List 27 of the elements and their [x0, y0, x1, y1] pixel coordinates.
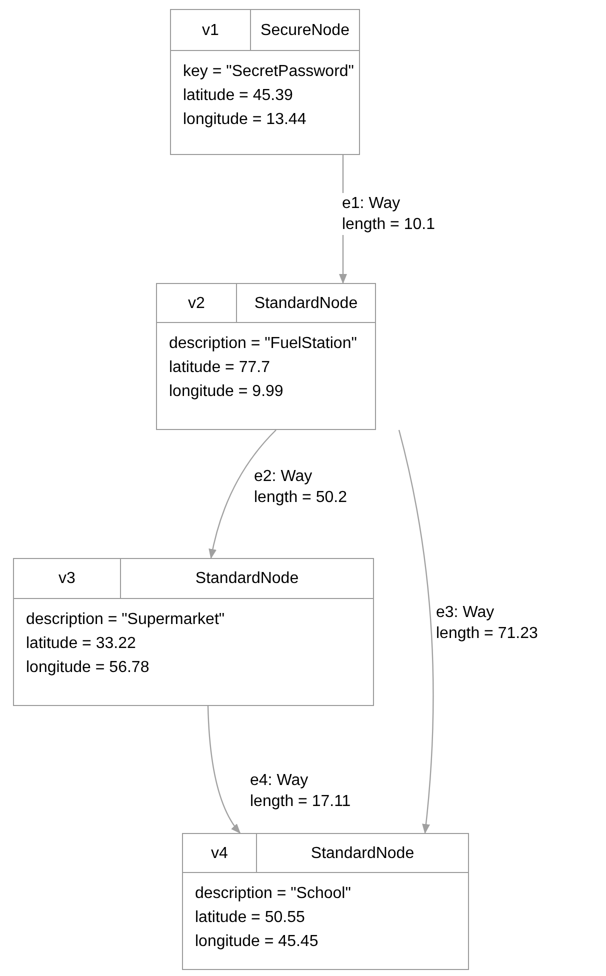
- attribute-text: latitude = 50.55: [195, 908, 305, 928]
- attribute-text: longitude = 56.78: [26, 658, 150, 678]
- arrow: [208, 430, 276, 559]
- record-box: [13, 558, 374, 706]
- node-id: v2: [157, 284, 237, 322]
- node-id: v4: [183, 834, 257, 872]
- attribute-text: longitude = 45.45: [195, 932, 318, 952]
- attribute-text: description = "FuelStation": [169, 334, 357, 354]
- node-type: StandardNode: [310, 844, 416, 864]
- node-id: v1: [171, 10, 251, 50]
- arrow: [398, 430, 434, 834]
- record-box: [182, 833, 469, 970]
- attribute-text: key = "SecretPassword": [183, 62, 354, 82]
- record-box: [156, 283, 376, 430]
- node-id: v3: [14, 559, 121, 598]
- node-type: SecureNode: [260, 20, 350, 40]
- attribute-text: latitude = 45.39: [183, 86, 293, 106]
- attribute-text: latitude = 77.7: [169, 358, 270, 378]
- attribute-text: latitude = 33.22: [26, 634, 136, 654]
- record-box: [170, 9, 360, 155]
- arrow: [207, 706, 241, 834]
- attribute-text: longitude = 13.44: [183, 110, 306, 130]
- attribute-text: description = "Supermarket": [26, 610, 225, 630]
- node-type: StandardNode: [253, 294, 359, 314]
- attribute-text: description = "School": [195, 884, 351, 904]
- node-type: StandardNode: [194, 569, 300, 589]
- attribute-text: longitude = 9.99: [169, 382, 284, 402]
